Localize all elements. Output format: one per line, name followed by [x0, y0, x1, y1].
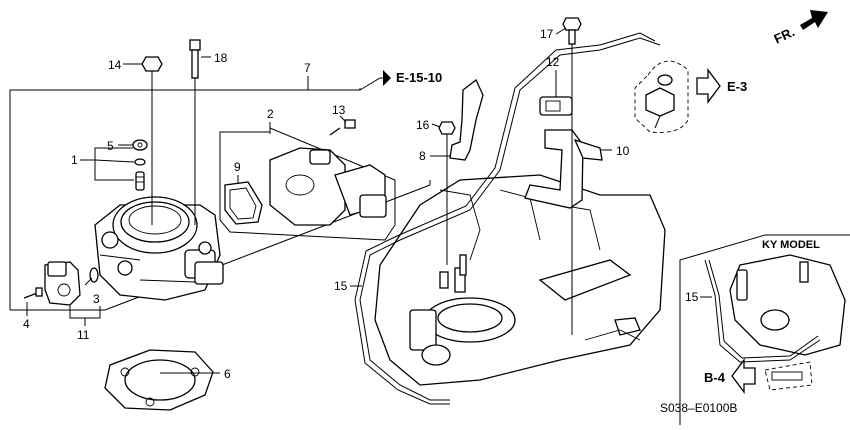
ref-e15-10: E-15-10	[396, 70, 442, 85]
callout-14: 14	[108, 58, 122, 72]
washer-1	[134, 158, 146, 166]
ref-b4: B-4	[704, 370, 726, 385]
o-ring-3	[89, 267, 99, 283]
callout-17: 17	[540, 27, 554, 41]
throttle-position-sensor	[44, 261, 81, 306]
fuel-pressure-regulator-detail	[634, 60, 689, 133]
throttle-body	[94, 196, 224, 301]
bolt-4	[23, 287, 43, 299]
clip-12	[539, 96, 573, 116]
inset-title: KY MODEL	[762, 239, 820, 251]
front-label: FR.	[772, 24, 797, 46]
callout-11: 11	[77, 328, 90, 342]
bolt-17	[562, 17, 582, 335]
callout-16: 16	[416, 118, 430, 132]
callout-3: 3	[93, 292, 100, 306]
stud-bolt-18	[189, 39, 201, 225]
callout-8: 8	[419, 149, 426, 163]
callout-labels: 1 2 3 4 5 6 7 8 9 10 11 12 13 14 15 15 1…	[23, 27, 699, 381]
b4-arrow	[731, 358, 756, 394]
front-direction-arrow	[800, 10, 828, 30]
bracket-10	[524, 129, 603, 209]
callout-1: 1	[71, 153, 78, 167]
callout-10: 10	[616, 144, 630, 158]
diagram-code: S038–E0100B	[660, 401, 737, 415]
callout-4: 4	[23, 317, 30, 331]
idle-air-control-valve	[269, 147, 387, 226]
seal-5	[132, 139, 148, 151]
gasket-9	[224, 181, 263, 225]
callout-7: 7	[304, 61, 311, 75]
e15-10-arrow	[383, 70, 391, 86]
bolt-16	[438, 121, 456, 265]
ky-model-inset	[679, 234, 850, 425]
callout-13: 13	[332, 103, 346, 117]
callout-6: 6	[224, 367, 231, 381]
callout-5: 5	[107, 139, 114, 153]
screw-1	[135, 171, 145, 191]
callout-2: 2	[267, 107, 274, 121]
e3-arrow	[696, 68, 721, 104]
ref-e3: E-3	[727, 79, 747, 94]
callout-15: 15	[334, 279, 348, 293]
bolt-13	[329, 119, 356, 136]
callout-9: 9	[234, 160, 241, 174]
callout-15-inset: 15	[685, 290, 699, 304]
callout-18: 18	[214, 51, 228, 65]
gasket-6	[104, 349, 214, 411]
leader-lines	[26, 27, 712, 374]
intake-manifold	[374, 174, 666, 386]
callout-12: 12	[546, 55, 560, 69]
hose-15	[354, 32, 661, 405]
bracket-8	[449, 78, 484, 161]
